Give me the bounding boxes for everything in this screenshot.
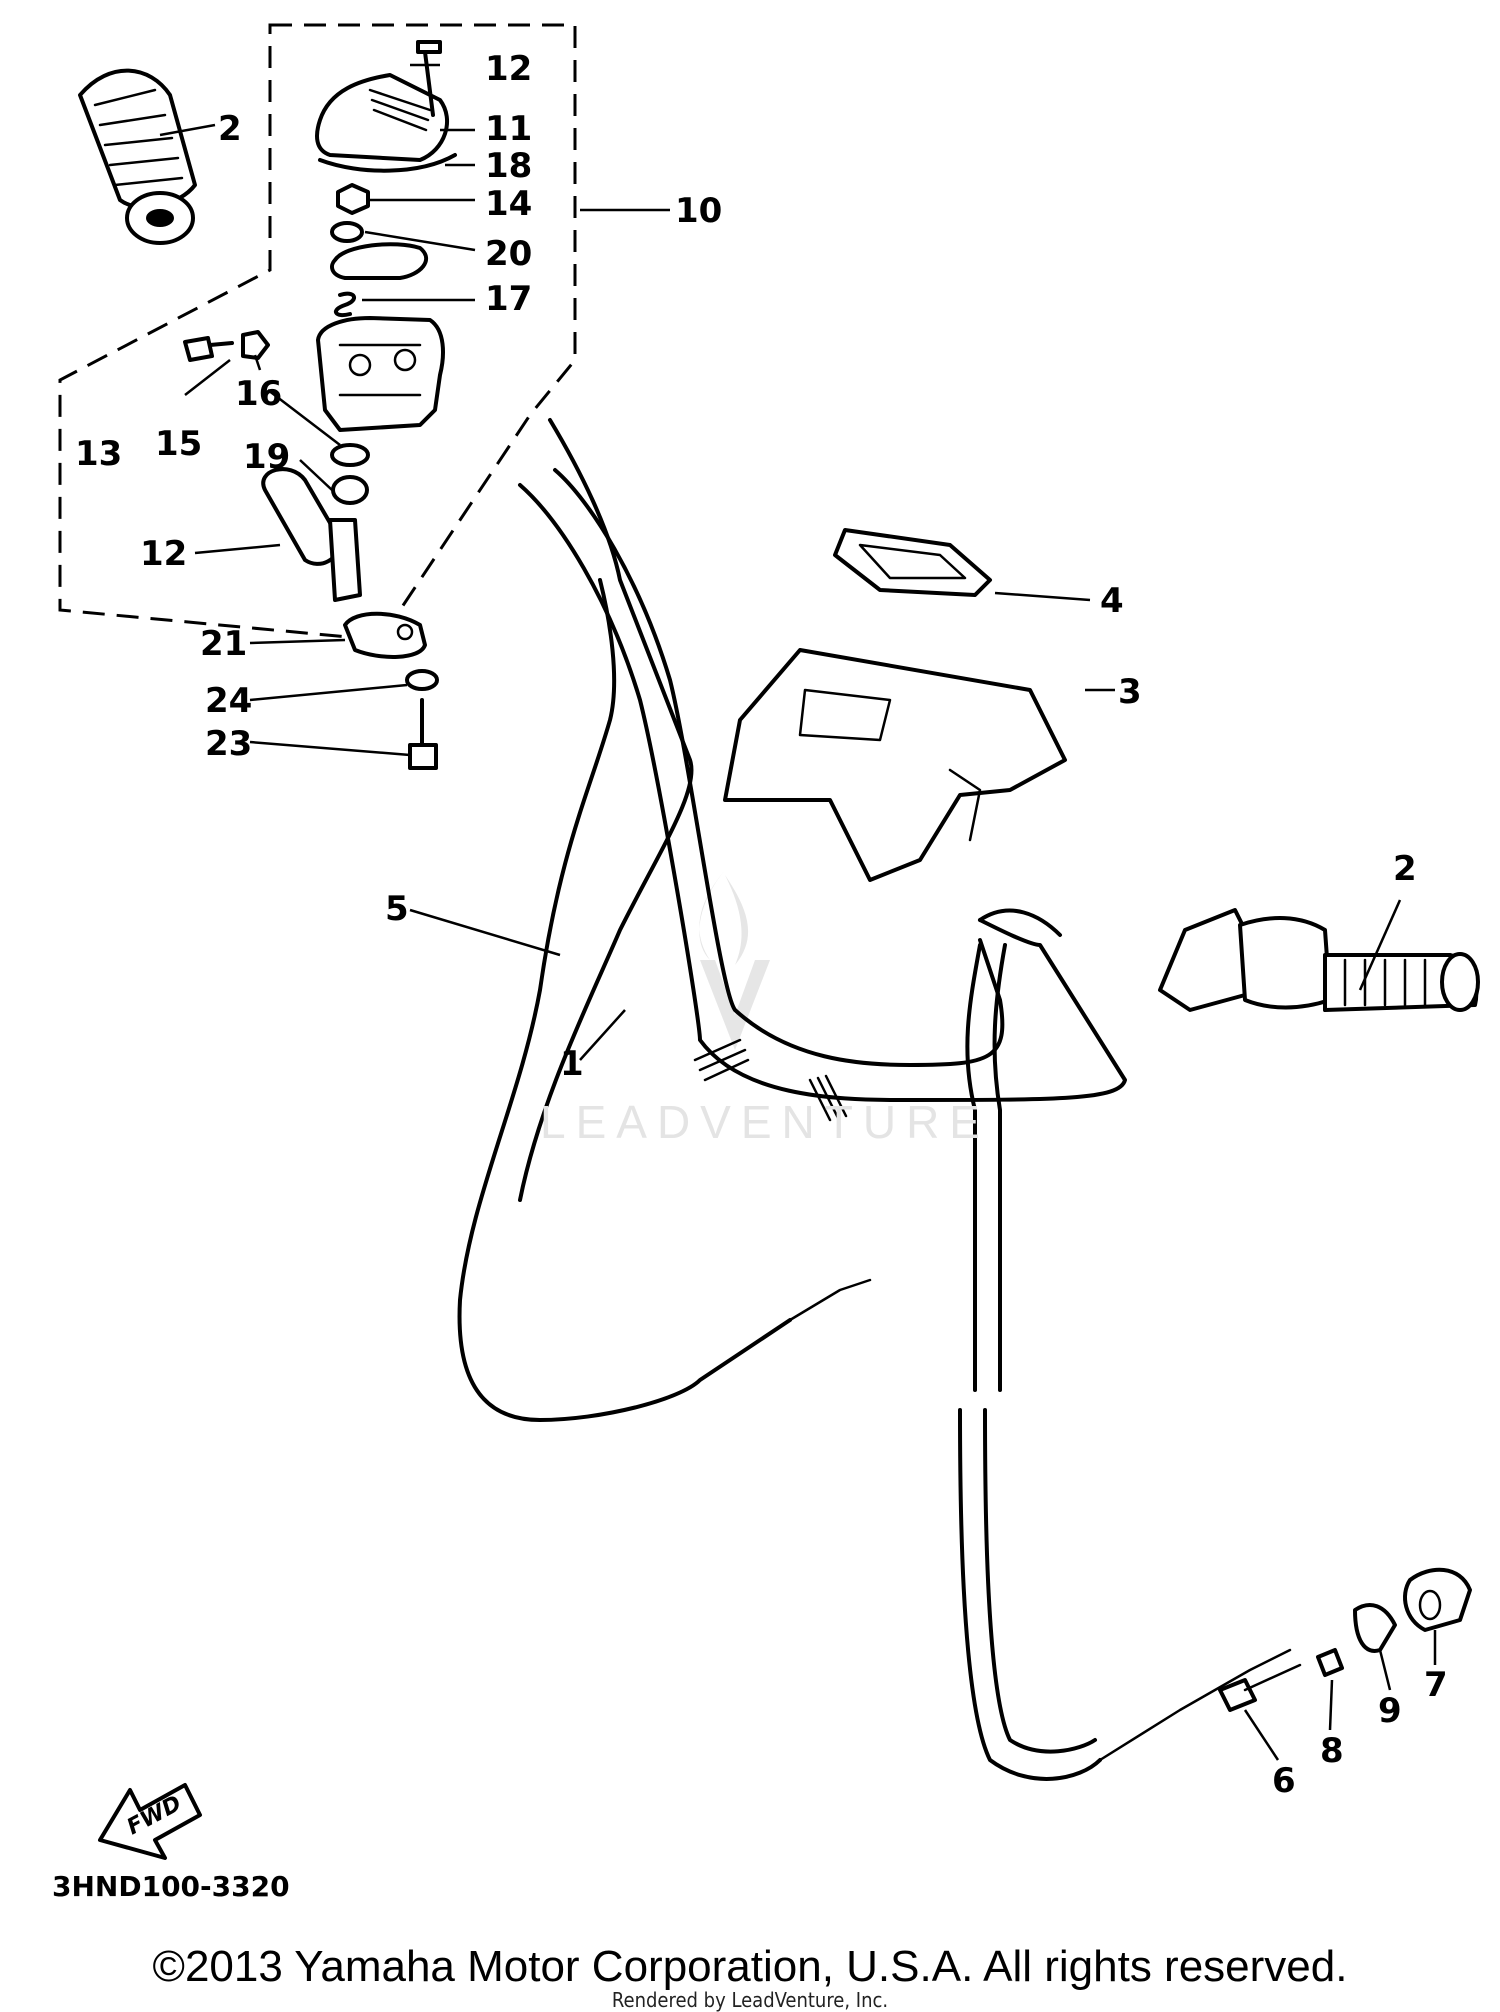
washer-24: [405, 669, 439, 691]
callout-7: 7: [1424, 1665, 1448, 1705]
watermark-logo: [699, 870, 770, 1050]
callout-13: 12: [485, 49, 532, 89]
bolt-23: [408, 698, 438, 770]
right-grip: [1158, 908, 1480, 1012]
cable-5: [457, 418, 872, 1422]
watermark-text: LEADVENTURE: [540, 1096, 990, 1148]
callout-2-left: 2: [218, 109, 242, 149]
nut-15: [336, 183, 370, 215]
callout-2-right: 2: [1393, 849, 1417, 889]
callout-10: 10: [675, 191, 722, 231]
switch-body: [316, 316, 445, 432]
callouts: 2 12 11 18 14 20 17 10 13 15 16 19 12 21…: [75, 49, 1448, 1801]
copyright-notice: ©2013 Yamaha Motor Corporation, U.S.A. A…: [152, 1942, 1348, 1991]
adjuster-6: [1218, 1663, 1302, 1712]
callout-17: 16: [235, 374, 282, 414]
switch-cover: [315, 73, 457, 173]
callout-12: 12: [140, 534, 187, 574]
callout-5: 5: [385, 889, 409, 929]
fwd-arrow-icon: FWD: [98, 1783, 202, 1860]
callout-9: 9: [1378, 1691, 1402, 1731]
callout-18: 17: [485, 279, 532, 319]
spring-18: [334, 291, 356, 317]
bushing-20: [331, 475, 369, 505]
washer-21: [330, 221, 364, 243]
callout-23: 23: [205, 724, 252, 764]
callout-24: 24: [205, 681, 252, 721]
rendered-by-notice: Rendered by LeadVenture, Inc.: [611, 1988, 889, 2012]
callout-3: 3: [1118, 672, 1142, 712]
handlebar: [518, 468, 1127, 1122]
callout-4: 4: [1100, 581, 1124, 621]
callout-11: 11: [485, 109, 532, 149]
callout-16: 15: [155, 424, 202, 464]
screw-14: [183, 336, 234, 362]
callout-8: 8: [1320, 1731, 1344, 1771]
callout-22: 21: [200, 624, 247, 664]
callout-15: 14: [485, 184, 532, 224]
lever-12: [261, 467, 362, 602]
plate-21: [330, 242, 429, 280]
screw-13: [416, 40, 442, 117]
cover-3: [723, 648, 1067, 882]
assembly-10-boundary: [58, 23, 577, 642]
left-grip: [78, 68, 197, 245]
cable-6: [958, 943, 1292, 1781]
callout-21: 20: [485, 234, 532, 274]
leader-lines: [159, 63, 1437, 1761]
washer-17: [330, 443, 370, 467]
nut-16: [241, 330, 270, 360]
gasket-4: [833, 528, 992, 597]
cap-9: [1353, 1603, 1397, 1653]
callout-19: 18: [485, 146, 532, 186]
callout-1: 1: [560, 1044, 584, 1084]
callout-6: 6: [1272, 1761, 1296, 1801]
drawing-code: 3HND100-3320: [52, 1870, 290, 1903]
nut-8: [1316, 1648, 1344, 1677]
clamp-22: [343, 611, 427, 659]
callout-20: 19: [243, 437, 290, 477]
cover-7: [1403, 1567, 1472, 1632]
callout-14: 13: [75, 434, 122, 474]
